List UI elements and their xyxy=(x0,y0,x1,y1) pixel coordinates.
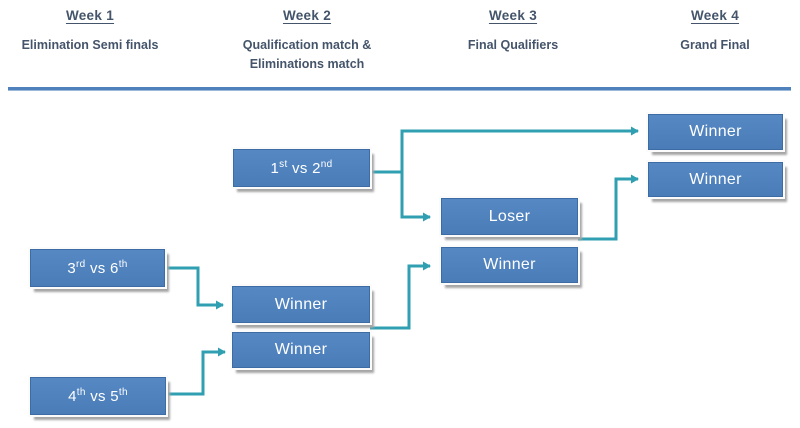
week-1-subtitle: Elimination Semi finals xyxy=(21,38,159,52)
week2-winner-top-label: Winner xyxy=(274,295,328,313)
week-4-subtitle: Grand Final xyxy=(680,38,750,52)
week-3-title: Week 3 xyxy=(488,8,538,23)
header-week-2: Week 2 Qualification match & Elimination… xyxy=(222,8,392,75)
week4-winner-top-label: Winner xyxy=(689,123,742,140)
week4-winner-bottom-label: Winner xyxy=(689,170,742,188)
week3-loser-label: Loser xyxy=(488,207,531,225)
header-week-4: Week 4 Grand Final xyxy=(630,8,800,55)
week2-winner-top-box: Winner xyxy=(232,286,370,323)
match-1st-vs-2nd-box: 1st vs 2nd xyxy=(233,149,370,187)
header-divider-line xyxy=(8,87,791,91)
edge-week3-to-grandfinal-winner-bottom xyxy=(578,174,639,241)
match-4th-vs-5th-box: 4th vs 5th xyxy=(30,377,166,415)
week3-winner-box: Winner xyxy=(441,247,578,283)
edge-3v6-to-week2-winner-top xyxy=(165,266,224,310)
edge-4v5-to-week2-winner-bottom xyxy=(166,347,226,396)
week-1-title: Week 1 xyxy=(65,8,115,23)
week2-winner-bottom-box: Winner xyxy=(232,332,370,368)
edge-week2-winners-to-week3-winner xyxy=(370,261,431,330)
week-4-title: Week 4 xyxy=(690,8,740,23)
match-4th-vs-5th-label: 4th vs 5th xyxy=(68,386,128,405)
week2-winner-bottom-label: Winner xyxy=(274,341,328,358)
match-1st-vs-2nd-label: 1st vs 2nd xyxy=(270,158,333,177)
week-2-subtitle: Qualification match & Eliminations match xyxy=(242,38,372,72)
week4-winner-top-box: Winner xyxy=(648,114,783,150)
header-week-1: Week 1 Elimination Semi finals xyxy=(5,8,175,55)
match-3rd-vs-6th-box: 3rd vs 6th xyxy=(30,249,165,287)
header-week-3: Week 3 Final Qualifiers xyxy=(428,8,598,55)
week4-winner-bottom-box: Winner xyxy=(648,162,783,197)
week-2-title: Week 2 xyxy=(282,8,332,23)
edge-1v2-to-week3-loser xyxy=(400,170,431,222)
week-3-subtitle: Final Qualifiers xyxy=(467,38,559,52)
edge-1v2-to-grandfinal-winner xyxy=(371,126,639,174)
week3-loser-box: Loser xyxy=(441,198,578,235)
match-3rd-vs-6th-label: 3rd vs 6th xyxy=(67,258,128,277)
week3-winner-label: Winner xyxy=(483,256,536,273)
